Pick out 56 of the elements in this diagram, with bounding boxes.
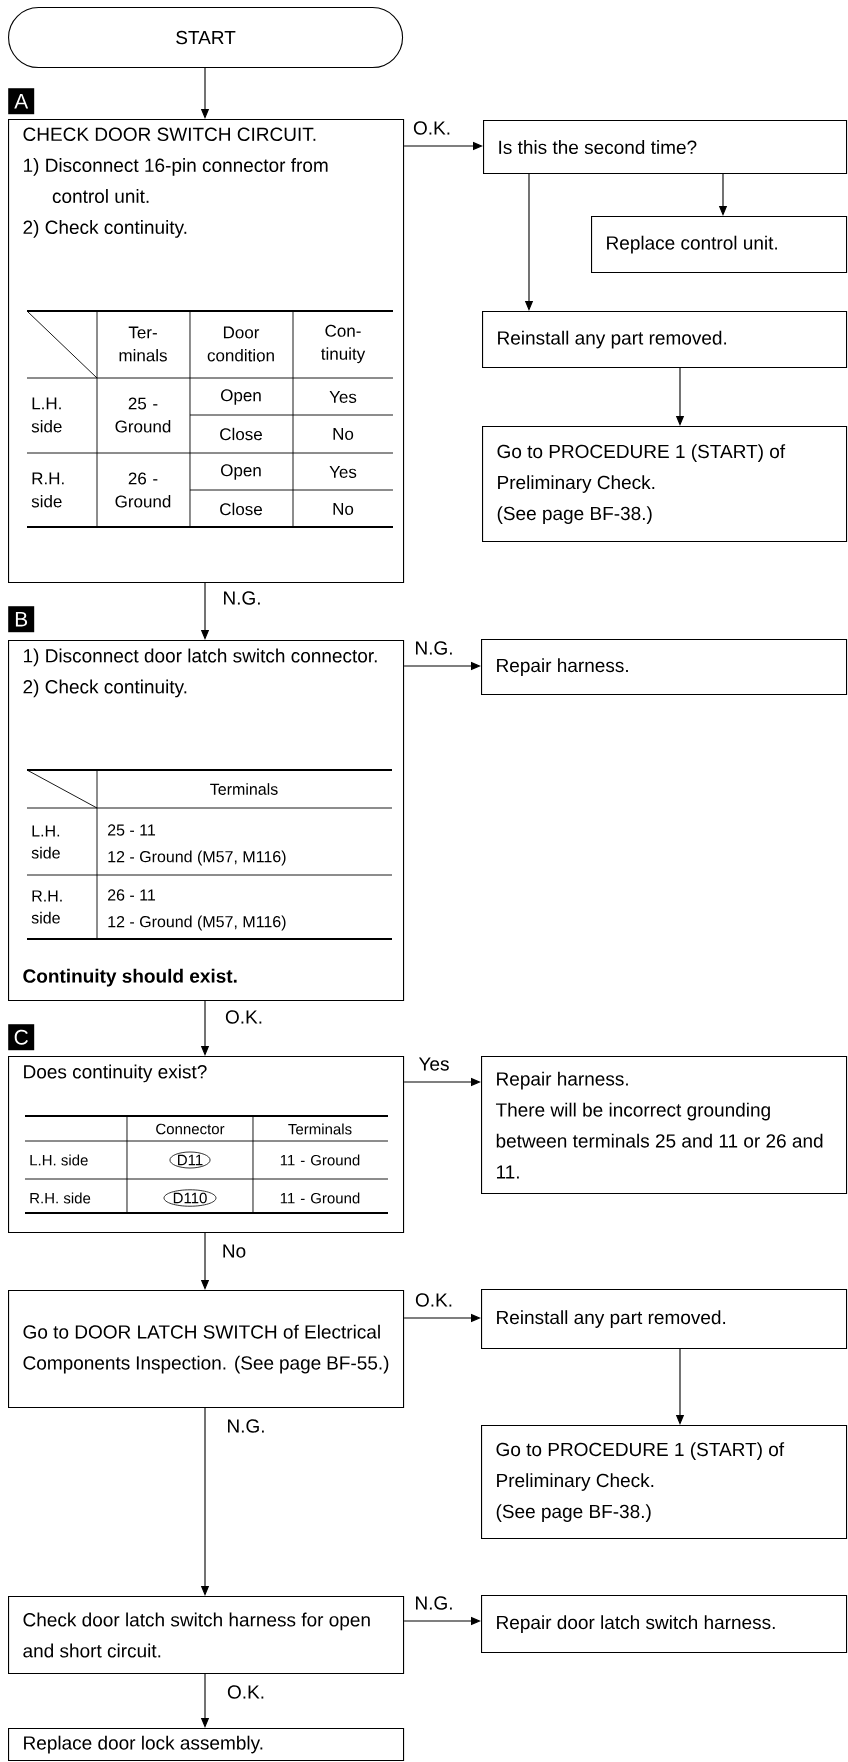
table-cell: Con- tinuity — [321, 324, 366, 364]
table-cell: Terminals — [288, 1123, 352, 1135]
table-cell: Open — [221, 389, 261, 405]
section-letter: B — [8, 606, 35, 633]
table-cell: 12 - Ground (M57, M116) — [108, 850, 286, 866]
edge-label: No — [223, 1244, 246, 1258]
section-letter: C — [8, 1024, 35, 1051]
start-terminal: START — [8, 7, 404, 69]
table-cell: 11 - Ground — [280, 1192, 360, 1204]
section-letter: A — [8, 88, 35, 115]
process-box: Reinstall any part removed. — [481, 1289, 848, 1350]
edge-label: O.K. — [413, 121, 450, 135]
table-cell: Open — [221, 464, 261, 480]
table-cell: L.H. side — [30, 1154, 88, 1166]
edge-label: N.G. — [416, 641, 452, 655]
table-cell: R.H. side — [30, 1192, 91, 1204]
edge-label: O.K. — [415, 1293, 452, 1307]
table-cell: No — [333, 503, 354, 515]
table-cell: Yes — [329, 466, 357, 478]
table-cell: Connector — [156, 1123, 225, 1135]
table-cell: Yes — [329, 391, 357, 403]
process-box: Go to PROCEDURE 1 (START) of Preliminary Check. (See page BF-38.) — [481, 1425, 848, 1540]
table-cell: 26 - Ground — [115, 472, 171, 508]
table-cell: No — [333, 428, 354, 440]
process-box: Is this the second time? — [483, 120, 848, 175]
process-box: Repair harness. There will be incorrect grounding between terminals 25 and 11 or 26 and 11. — [481, 1056, 848, 1195]
process-box: Replace door lock assembly. — [8, 1728, 405, 1762]
table-cell: 25 - Ground — [115, 397, 171, 433]
edge-label: O.K. — [227, 1685, 264, 1699]
table-cell: Close — [220, 427, 262, 441]
edge-label: N.G. — [228, 1419, 264, 1433]
table-cell: L.H. side — [31, 397, 62, 433]
table-cell: D110 — [163, 1189, 217, 1207]
table-cell: Door condition — [207, 326, 274, 362]
table-cell: R.H. side — [31, 890, 62, 924]
table-cell: R.H. side — [31, 472, 64, 508]
process-box: Replace control unit. — [591, 216, 848, 274]
edge-label: N.G. — [224, 591, 260, 605]
process-box: Repair harness. — [481, 639, 848, 696]
table-cell: Close — [220, 502, 262, 516]
edge-label: O.K. — [225, 1010, 262, 1024]
table-cell: 25 - 11 — [108, 824, 156, 836]
process-box: Reinstall any part removed. — [482, 311, 848, 369]
process-box: Go to PROCEDURE 1 (START) of Preliminary Check. (See page BF-38.) — [482, 426, 848, 543]
table-cell: 11 - Ground — [280, 1154, 360, 1166]
process-box: Repair door latch switch harness. — [481, 1595, 848, 1654]
table-cell: 26 - 11 — [108, 889, 156, 901]
table-cell: Ter- minals — [119, 326, 167, 362]
edge-label: Yes — [418, 1057, 449, 1071]
table-cell: D11 — [169, 1151, 211, 1169]
table-cell: 12 - Ground (M57, M116) — [108, 915, 286, 931]
process-box: Check door latch switch harness for open and short circuit. — [8, 1596, 405, 1675]
process-box: Go to DOOR LATCH SWITCH of Electrical Components Inspection. (See page BF-55.) — [8, 1290, 405, 1409]
table-cell: Terminals — [210, 783, 278, 795]
edge-label: N.G. — [416, 1596, 452, 1610]
table-cell: L.H. side — [31, 825, 60, 859]
